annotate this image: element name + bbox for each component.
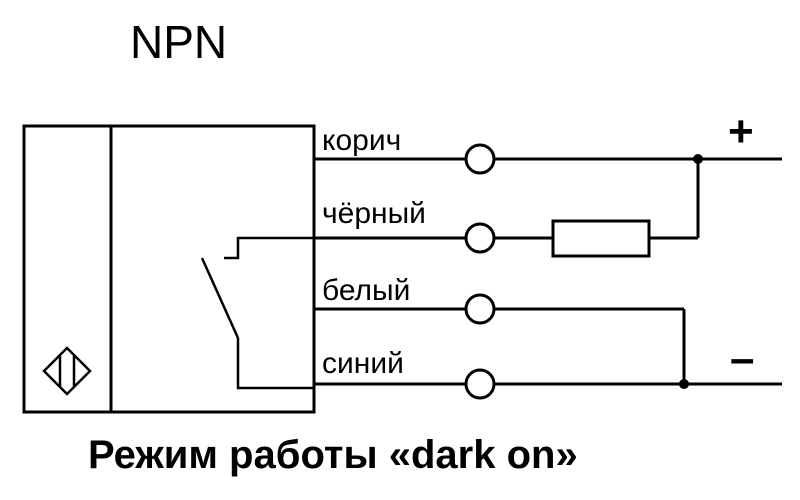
terminal-white bbox=[464, 293, 496, 325]
diagram-title: NPN bbox=[130, 16, 227, 68]
sensor-body bbox=[22, 124, 316, 414]
junction-dot-minus bbox=[679, 379, 689, 389]
load-resistor bbox=[551, 219, 651, 258]
polarity-minus: – bbox=[730, 334, 754, 383]
diagram-caption: Режим работы «dark on» bbox=[88, 433, 578, 477]
sensor-diamond-icon bbox=[42, 346, 92, 396]
terminal-brown bbox=[464, 143, 496, 175]
terminal-black bbox=[464, 222, 496, 254]
wire-white bbox=[314, 307, 686, 384]
terminal-blue bbox=[464, 368, 496, 400]
wire-black bbox=[314, 159, 700, 240]
switch-contact bbox=[200, 236, 314, 390]
wire-label-black: чёрный bbox=[322, 197, 426, 230]
wire-label-blue: синий bbox=[322, 347, 404, 380]
junction-dot-plus bbox=[693, 154, 703, 164]
wire-label-white: белый bbox=[322, 274, 410, 307]
wire-label-brown: корич bbox=[322, 124, 401, 157]
polarity-plus: + bbox=[728, 107, 754, 156]
